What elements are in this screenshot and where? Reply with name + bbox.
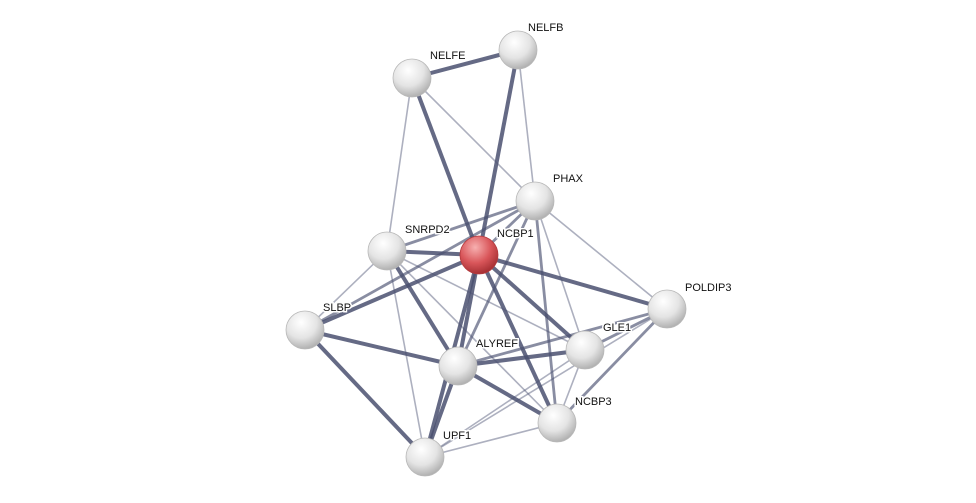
edge-nelfb-ncbp1[interactable] — [477, 49, 520, 256]
node-ball[interactable] — [285, 310, 325, 350]
node-label: SNRPD2 — [405, 224, 450, 236]
edge-phax-alyref[interactable] — [456, 200, 537, 367]
node-label: NCBP3 — [575, 396, 612, 408]
edge-nelfb-phax[interactable] — [517, 49, 536, 202]
edge-ncbp1-slbp[interactable] — [304, 253, 480, 332]
node-label: UPF1 — [443, 430, 471, 442]
node-alyref[interactable]: ALYREF — [438, 337, 520, 386]
node-slbp[interactable]: SLBP — [285, 301, 353, 350]
node-ball[interactable] — [459, 235, 499, 275]
edge-slbp-alyref[interactable] — [304, 328, 459, 368]
node-label: ALYREF — [476, 338, 518, 350]
edge-nelfe-phax[interactable] — [411, 77, 536, 202]
node-nelfb[interactable]: NELFB — [498, 21, 565, 70]
edge-nelfe-snrpd2[interactable] — [386, 77, 413, 252]
edge-gle1-upf1[interactable] — [424, 349, 586, 458]
node-ball[interactable] — [537, 403, 577, 443]
edge-slbp-upf1[interactable] — [303, 328, 427, 459]
node-label: GLE1 — [603, 322, 631, 334]
edge-alyref-gle1[interactable] — [457, 348, 586, 368]
edge-snrpd2-ncbp3[interactable] — [386, 250, 558, 424]
node-snrpd2[interactable]: SNRPD2 — [367, 223, 451, 271]
node-ball[interactable] — [392, 58, 432, 98]
node-poldip3[interactable]: POLDIP3 — [647, 281, 733, 329]
edge-phax-slbp[interactable] — [304, 199, 536, 332]
edge-poldip3-ncbp3[interactable] — [555, 308, 669, 424]
edge-phax-snrpd2[interactable] — [386, 199, 536, 253]
node-ball[interactable] — [405, 437, 445, 477]
node-phax[interactable]: PHAX — [515, 172, 585, 221]
edge-nelfe-ncbp1[interactable] — [410, 77, 481, 256]
node-nelfe[interactable]: NELFE — [392, 49, 467, 98]
edge-phax-poldip3[interactable] — [534, 200, 668, 310]
node-ball[interactable] — [515, 181, 555, 221]
edge-phax-ncbp3[interactable] — [533, 200, 559, 424]
node-label: PHAX — [553, 173, 584, 185]
edge-ncbp1-gle1[interactable] — [477, 253, 587, 352]
edge-alyref-poldip3[interactable] — [457, 307, 668, 368]
node-ball[interactable] — [565, 330, 605, 370]
node-label: NCBP1 — [497, 228, 534, 240]
edge-snrpd2-alyref[interactable] — [385, 249, 460, 368]
edge-phax-gle1[interactable] — [534, 200, 586, 351]
node-label: SLBP — [323, 302, 351, 314]
node-label: NELFE — [430, 50, 465, 62]
node-label: POLDIP3 — [685, 282, 731, 294]
node-ball[interactable] — [367, 231, 407, 271]
node-ncbp1[interactable]: NCBP1 — [459, 227, 535, 275]
node-label: NELFB — [528, 22, 563, 34]
node-ball[interactable] — [498, 30, 538, 70]
edge-ncbp1-poldip3[interactable] — [478, 253, 668, 311]
edge-snrpd2-gle1[interactable] — [386, 250, 586, 351]
node-ball[interactable] — [438, 346, 478, 386]
edge-ncbp1-ncbp3[interactable] — [477, 254, 559, 424]
edge-poldip3-upf1[interactable] — [424, 308, 668, 458]
node-gle1[interactable]: GLE1 — [565, 321, 633, 370]
node-ncbp3[interactable]: NCBP3 — [537, 395, 613, 443]
node-ball[interactable] — [647, 289, 687, 329]
edge-ncbp3-upf1[interactable] — [424, 422, 558, 458]
node-upf1[interactable]: UPF1 — [405, 429, 473, 477]
